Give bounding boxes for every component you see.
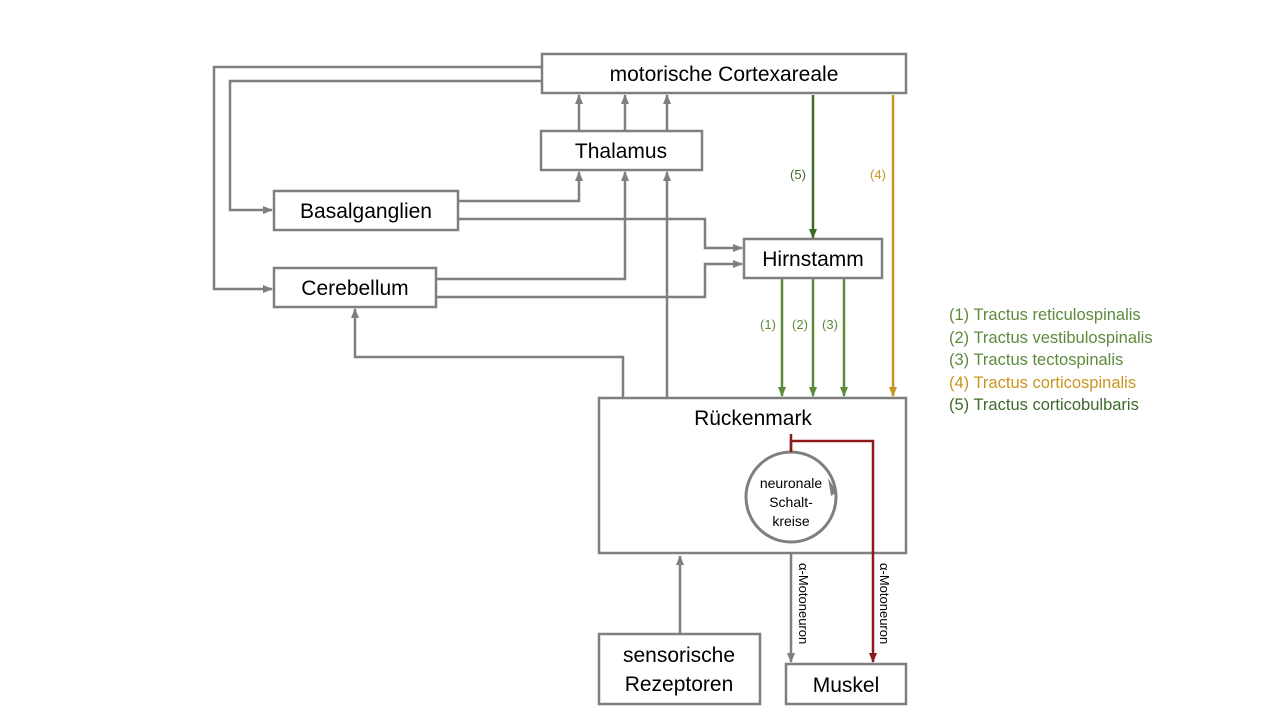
legend-item-3: (3) Tractus tectospinalis bbox=[949, 349, 1153, 372]
legend-item-1-name: Tractus reticulospinalis bbox=[973, 306, 1141, 324]
alpha-motoneuron-gray-label: α-Motoneuron bbox=[796, 563, 811, 644]
cerebellum-box bbox=[272, 266, 438, 309]
legend-item-2: (2) Tractus vestibulospinalis bbox=[949, 327, 1153, 350]
legend-item-3-name: Tractus tectospinalis bbox=[973, 351, 1124, 369]
legend-item-5-number: (5) bbox=[949, 396, 970, 414]
cortex-to-cerebellum-wire bbox=[212, 65, 542, 293]
circuit-label-line2: Schalt- bbox=[769, 494, 813, 510]
thalamus-label: Thalamus bbox=[575, 140, 667, 163]
spinal-cord-label: Rückenmark bbox=[694, 407, 812, 430]
legend-item-5-name: Tractus corticobulbaris bbox=[973, 396, 1139, 414]
basalganglia-to-brainstem-wire bbox=[459, 217, 743, 252]
receptors-box bbox=[597, 632, 762, 706]
legend-item-4-number: (4) bbox=[949, 373, 970, 392]
basalganglia-to-thalamus-wire bbox=[459, 171, 583, 203]
spinalcord-to-cerebellum-wire bbox=[351, 308, 625, 398]
legend-item-2-name: Tractus vestibulospinalis bbox=[973, 328, 1153, 347]
cortex-label: motorische Cortexareale bbox=[610, 63, 839, 86]
tract-4-label: (4) bbox=[870, 167, 886, 182]
brainstem-box bbox=[742, 237, 884, 280]
cortex-to-basalganglia-wire bbox=[228, 79, 542, 214]
legend-item-1: (1) Tractus reticulospinalis bbox=[949, 304, 1153, 327]
muscle-box bbox=[784, 662, 908, 706]
receptors-label-line2: Rezeptoren bbox=[625, 673, 734, 696]
tract-2-label: (2) bbox=[792, 317, 808, 332]
legend-item-4: (4) Tractus corticospinalis bbox=[949, 372, 1153, 395]
basalganglia-box bbox=[272, 189, 460, 232]
cerebellum-to-brainstem-wire bbox=[436, 260, 743, 299]
circuit-label-line1: neuronale bbox=[760, 475, 822, 491]
cortex-box bbox=[540, 52, 908, 95]
legend-item-3-number: (3) bbox=[949, 351, 970, 369]
thalamus-box bbox=[539, 129, 704, 172]
legend-item-5: (5) Tractus corticobulbaris bbox=[949, 394, 1153, 417]
brainstem-label: Hirnstamm bbox=[762, 248, 864, 271]
circuit-loop-arrowhead bbox=[828, 478, 837, 496]
tract-1-label: (1) bbox=[760, 317, 776, 332]
receptors-label-line1: sensorische bbox=[623, 644, 735, 667]
tract-5-label: (5) bbox=[790, 167, 806, 182]
basalganglia-label: Basalganglien bbox=[300, 200, 432, 223]
circuit-label-line3: kreise bbox=[772, 513, 810, 529]
alpha-motoneuron-red-label: α-Motoneuron bbox=[877, 563, 892, 644]
cerebellum-to-thalamus-wire bbox=[436, 171, 629, 281]
legend-item-1-number: (1) bbox=[949, 306, 970, 324]
legend-item-2-number: (2) bbox=[949, 328, 970, 347]
tract-3-label: (3) bbox=[822, 317, 838, 332]
muscle-label: Muskel bbox=[813, 674, 880, 697]
legend-item-4-name: Tractus corticospinalis bbox=[973, 373, 1137, 392]
cerebellum-label: Cerebellum bbox=[301, 277, 408, 300]
tract-legend: (1) Tractus reticulospinalis (2) Tractus… bbox=[949, 304, 1153, 417]
